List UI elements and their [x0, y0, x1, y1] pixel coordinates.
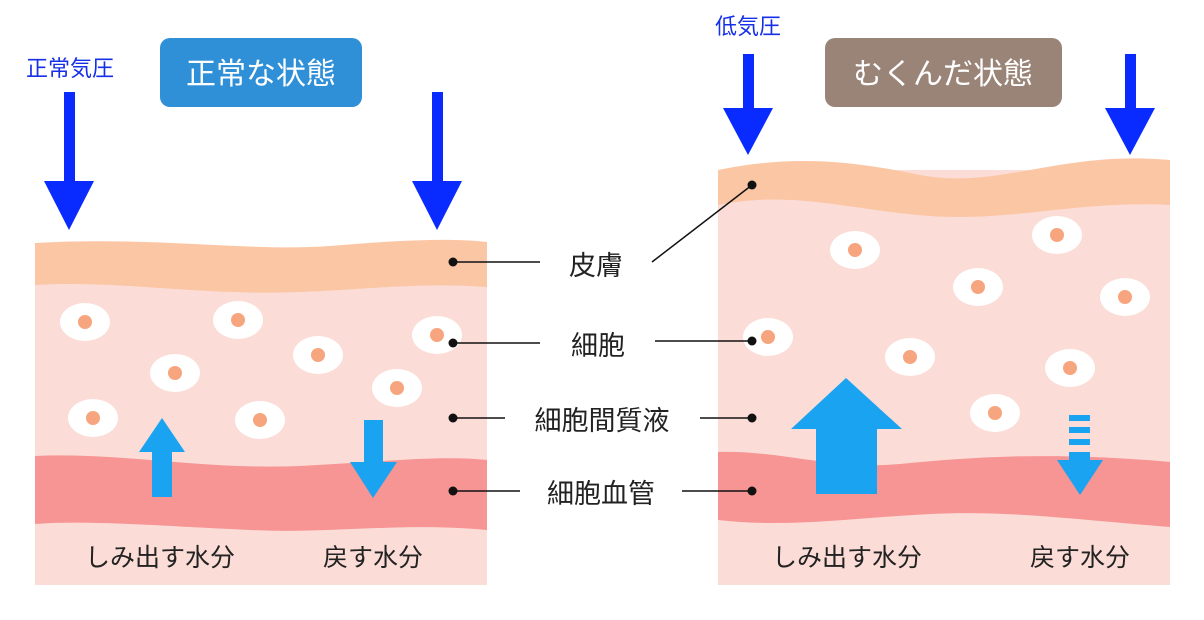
return-water-label: 戻す水分 [323, 543, 423, 572]
skin-layer [35, 239, 487, 293]
pressure-arrow-icon [44, 92, 94, 230]
low-pressure-label: 低気圧 [715, 15, 781, 40]
cell-label: 細胞 [571, 331, 625, 362]
cell-icon [1100, 278, 1150, 316]
normal-pressure-label: 正常気圧 [26, 57, 114, 82]
swollen-state-title: むくんだ状態 [853, 57, 1033, 92]
cell-icon [68, 399, 118, 437]
normal-state-badge [160, 38, 362, 107]
large-seep-arrow-icon [791, 378, 902, 494]
return-arrow-icon [350, 420, 397, 498]
cell-icon [412, 316, 462, 354]
cells [743, 216, 1150, 432]
skin-layer [718, 158, 1170, 218]
cell-icon [743, 318, 793, 356]
seep-water-label: しみ出す水分 [85, 543, 235, 572]
cell-icon [1032, 216, 1082, 254]
cell-icon [293, 336, 343, 374]
cell-icon [213, 301, 263, 339]
dashed-return-arrow-icon [1057, 415, 1103, 495]
cell-icon [372, 369, 422, 407]
cell-icon [885, 338, 935, 376]
pressure-arrow-icon [412, 92, 462, 230]
pressure-arrow-icon [723, 54, 773, 155]
swollen-state-panel: しみ出す水分 戻す水分 [718, 158, 1170, 585]
cells [60, 301, 462, 439]
cell-icon [953, 268, 1003, 306]
blood-vessel-layer [35, 455, 487, 531]
seep-water-label: しみ出す水分 [772, 543, 922, 572]
normal-state-panel: しみ出す水分 戻す水分 [35, 239, 487, 585]
pressure-arrow-icon [1105, 54, 1155, 155]
capillary-label: 細胞血管 [547, 479, 655, 510]
cell-icon [970, 394, 1020, 432]
normal-state-title: 正常な状態 [186, 57, 336, 92]
seep-arrow-icon [139, 418, 185, 497]
cell-icon [60, 303, 110, 341]
interstitial-fluid-label: 細胞間質液 [535, 406, 670, 437]
leader-lines [453, 184, 753, 492]
skin-label: 皮膚 [569, 251, 623, 282]
leader-dots [448, 180, 757, 496]
return-water-label: 戻す水分 [1030, 543, 1130, 572]
cell-icon [830, 231, 880, 269]
cell-icon [235, 401, 285, 439]
cell-icon [150, 354, 200, 392]
cell-icon [1045, 349, 1095, 387]
swollen-state-badge [825, 38, 1062, 107]
